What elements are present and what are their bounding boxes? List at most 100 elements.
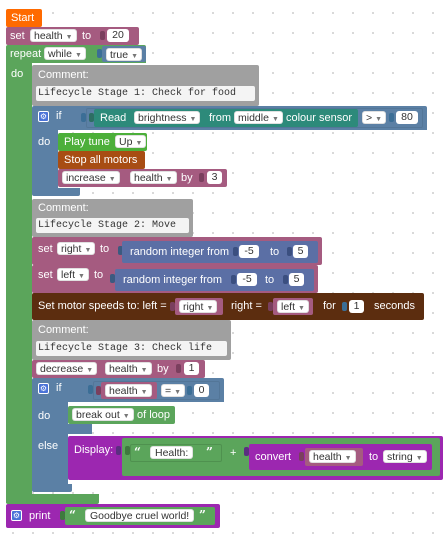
- variable-dropdown[interactable]: left▼: [277, 300, 309, 313]
- loop-flow-dropdown[interactable]: break out▼: [72, 408, 134, 421]
- dropdown-arrow-icon: ▼: [189, 116, 197, 123]
- set-left-block[interactable]: set left▼ to random integer from -5 to 5: [32, 265, 318, 293]
- boolean-block[interactable]: true▼: [102, 46, 146, 62]
- to-label: to: [94, 269, 104, 281]
- decrease-health-block[interactable]: decrease▼ health▼ by 1: [32, 360, 205, 378]
- display-block[interactable]: Display: “ Health: ” + convert health▼ t…: [68, 436, 443, 480]
- random-from-input[interactable]: -5: [237, 273, 257, 286]
- break-out-block[interactable]: break out▼ of loop: [68, 406, 175, 424]
- if-block-stage1[interactable]: ⚙ if Read brightness▼ from middle▼ colou…: [32, 106, 427, 130]
- sensor-position-value: middle: [238, 112, 269, 124]
- left-variable-block[interactable]: left▼: [273, 298, 313, 315]
- variable-dropdown[interactable]: health▼: [105, 362, 152, 375]
- random-integer-block[interactable]: random integer from -5 to 5: [115, 269, 314, 291]
- gear-icon[interactable]: ⚙: [38, 383, 49, 394]
- print-block[interactable]: ⚙ print “ Goodbye cruel world! ”: [6, 504, 220, 528]
- set-motor-speeds-block[interactable]: Set motor speeds to: left = right▼ right…: [32, 293, 424, 320]
- text-value: Health:: [155, 447, 189, 459]
- variable-dropdown[interactable]: right▼: [179, 300, 218, 313]
- variable-dropdown[interactable]: right▼: [57, 242, 96, 255]
- input-notch-icon: [89, 113, 94, 122]
- text-input[interactable]: Goodbye cruel world!: [85, 509, 195, 522]
- comparison-operator-dropdown[interactable]: >▼: [362, 111, 387, 124]
- variable-dropdown[interactable]: left▼: [57, 268, 89, 281]
- comment-text-field[interactable]: Lifecycle Stage 2: Move: [36, 218, 189, 233]
- threshold-input[interactable]: 80: [396, 111, 418, 124]
- health-variable-block[interactable]: health▼: [305, 448, 363, 466]
- sensor-position-dropdown[interactable]: middle▼: [234, 111, 283, 124]
- random-integer-label: random integer from: [130, 246, 230, 258]
- equals-comparison-block[interactable]: health▼ =▼ 0: [93, 381, 220, 400]
- increase-dropdown[interactable]: increase▼: [62, 171, 120, 184]
- read-sensor-block[interactable]: Read brightness▼ from middle▼ colour sen…: [94, 109, 358, 127]
- sensor-property-dropdown[interactable]: brightness▼: [134, 111, 201, 124]
- comparison-block[interactable]: Read brightness▼ from middle▼ colour sen…: [86, 108, 423, 128]
- comment-block-stage1[interactable]: Comment: Lifecycle Stage 1: Check for fo…: [32, 65, 259, 106]
- type-dropdown[interactable]: string▼: [383, 450, 427, 463]
- play-tune-block[interactable]: Play tune Up▼: [58, 133, 147, 151]
- boolean-dropdown[interactable]: true▼: [106, 48, 143, 61]
- random-to-input[interactable]: 5: [289, 273, 304, 286]
- comment-block-stage2[interactable]: Comment: Lifecycle Stage 2: Move: [32, 199, 193, 237]
- if-label: if: [56, 110, 62, 122]
- variable-name: right: [183, 301, 204, 313]
- dropdown-arrow-icon: ▼: [140, 389, 148, 396]
- comparison-operator-dropdown[interactable]: =▼: [161, 384, 186, 397]
- repeat-while-block[interactable]: repeat while▼ true▼: [6, 45, 146, 63]
- set-health-block[interactable]: set health▼ to 20: [6, 27, 139, 45]
- input-notch-icon: [110, 274, 115, 283]
- random-integer-label: random integer from: [123, 274, 223, 286]
- variable-dropdown[interactable]: health▼: [130, 171, 177, 184]
- variable-dropdown[interactable]: health▼: [30, 29, 77, 42]
- start-block[interactable]: Start: [6, 9, 42, 27]
- text-input[interactable]: Health:: [150, 446, 194, 459]
- operator-value: >: [366, 112, 373, 124]
- health-variable-block[interactable]: health▼: [101, 382, 157, 399]
- decrease-dropdown[interactable]: decrease▼: [36, 362, 98, 375]
- random-from-input[interactable]: -5: [239, 245, 259, 258]
- variable-dropdown[interactable]: health▼: [309, 450, 356, 463]
- variable-name: health: [313, 451, 342, 463]
- compare-value-input[interactable]: 0: [194, 384, 209, 397]
- input-notch-icon: [283, 275, 288, 284]
- input-notch-icon: [244, 447, 249, 456]
- from-label: from: [209, 112, 231, 124]
- decrease-amount-input[interactable]: 1: [184, 362, 199, 375]
- tune-dropdown[interactable]: Up▼: [115, 135, 147, 148]
- health-value-input[interactable]: 20: [107, 29, 129, 42]
- comment-text-field[interactable]: Lifecycle Stage 1: Check for food: [36, 86, 255, 101]
- dropdown-arrow-icon: ▼: [86, 367, 94, 374]
- convert-block[interactable]: convert health▼ to string▼: [249, 444, 432, 470]
- increase-health-block[interactable]: increase▼ health▼ by 3: [58, 169, 227, 187]
- sensor-property-value: brightness: [138, 112, 187, 124]
- stop-motors-block[interactable]: Stop all motors: [58, 151, 145, 169]
- boolean-value: true: [110, 49, 129, 61]
- repeat-mode-dropdown[interactable]: while▼: [44, 47, 86, 60]
- right-equals-label: right =: [231, 300, 262, 312]
- random-integer-block[interactable]: random integer from -5 to 5: [122, 241, 318, 263]
- random-to-input[interactable]: 5: [293, 245, 308, 258]
- input-notch-icon: [88, 385, 93, 394]
- if-else-bottom-bar: [32, 484, 72, 492]
- loop-flow-value: break out: [76, 409, 120, 421]
- dropdown-arrow-icon: ▼: [65, 34, 73, 41]
- text-join-block[interactable]: “ Health: ” + convert health▼ to string▼: [122, 438, 440, 476]
- if-else-block-stage3[interactable]: ⚙ if health▼ =▼ 0: [32, 378, 224, 402]
- set-right-block[interactable]: set right▼ to random integer from -5 to …: [32, 237, 322, 265]
- seconds-input[interactable]: 1: [349, 300, 364, 313]
- variable-dropdown[interactable]: health▼: [105, 384, 152, 397]
- dropdown-arrow-icon: ▼: [174, 389, 182, 396]
- comment-text-field[interactable]: Lifecycle Stage 3: Check life: [36, 341, 227, 356]
- input-notch-icon: [81, 113, 86, 122]
- comment-block-stage3[interactable]: Comment: Lifecycle Stage 3: Check life: [32, 320, 231, 360]
- gear-icon[interactable]: ⚙: [38, 111, 49, 122]
- text-literal-block[interactable]: “ Goodbye cruel world! ”: [65, 507, 215, 525]
- input-notch-icon: [187, 386, 192, 395]
- increase-amount-input[interactable]: 3: [207, 171, 222, 184]
- text-literal-block[interactable]: “ Health: ”: [130, 444, 222, 462]
- gear-icon[interactable]: ⚙: [11, 510, 22, 521]
- dropdown-arrow-icon: ▼: [131, 53, 139, 60]
- right-variable-block[interactable]: right▼: [175, 298, 223, 315]
- do-label: do: [38, 136, 51, 148]
- repeat-label: repeat: [10, 48, 42, 60]
